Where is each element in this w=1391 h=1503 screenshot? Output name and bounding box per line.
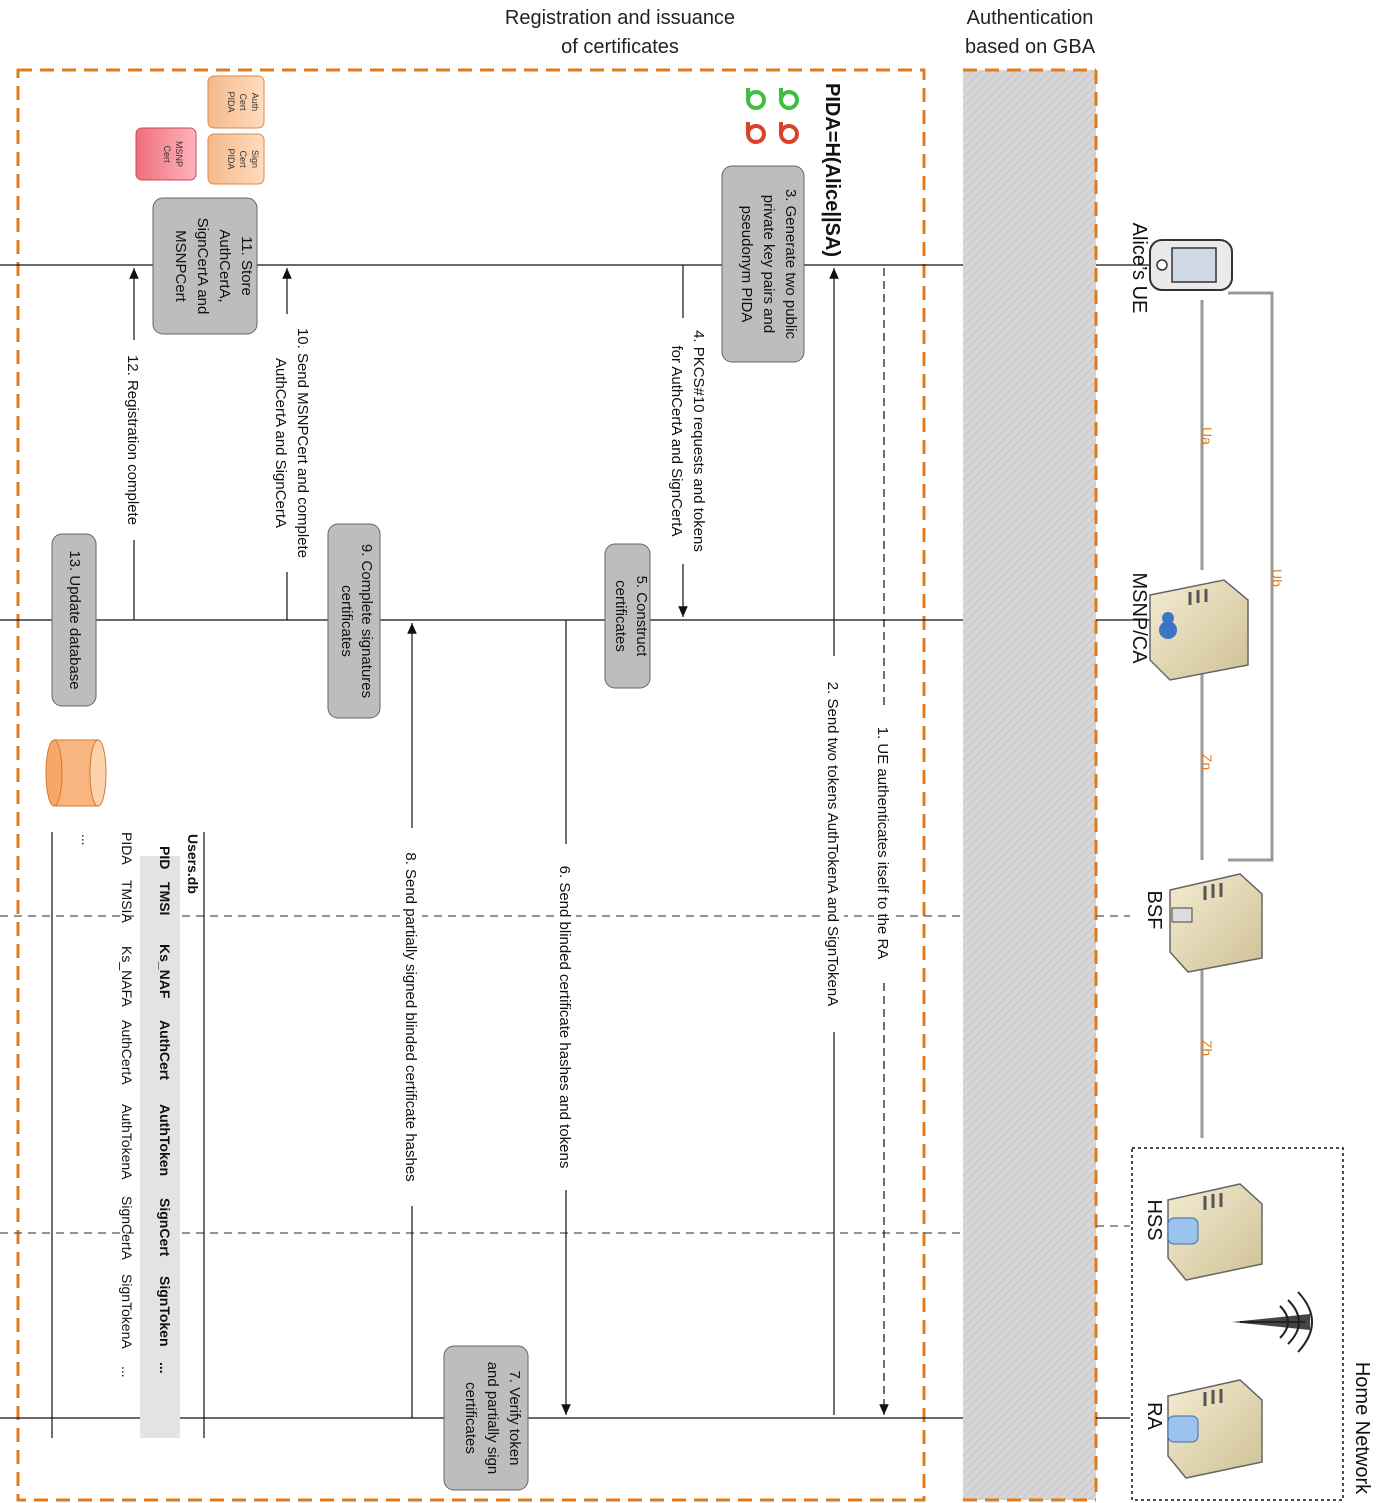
key-icon-green-1	[748, 88, 764, 108]
users-db-more-rows: ...	[79, 834, 95, 846]
svg-text:7. Verify token: 7. Verify token	[506, 1370, 523, 1465]
message-10-label-line1: 10. Send MSNPCert and complete	[294, 328, 311, 558]
auth-header-line2: based on GBA	[965, 36, 1096, 58]
svg-text:Cert: Cert	[238, 150, 248, 168]
message-4-label-line1: 4. PKCS#10 requests and tokens	[690, 330, 707, 552]
users-db-cell-signcert: SignCertA	[119, 1196, 135, 1260]
users-db-cell-ksnaf: Ks_NAFA	[119, 946, 135, 1007]
svg-text:Cert: Cert	[238, 93, 248, 111]
zh-label: Zh	[1199, 1040, 1215, 1056]
antenna-icon	[1232, 1292, 1312, 1352]
svg-text:private key pairs and: private key pairs and	[760, 195, 777, 333]
message-4-label-line2: for AuthCertA and SignCertA	[668, 346, 685, 537]
users-db-col-tmsi: TMSI	[157, 882, 173, 915]
server-icon-bsf	[1170, 874, 1262, 972]
step-9-box: 9. Complete signatures certificates	[328, 524, 380, 718]
sign-cert-scroll: Sign Cert PIDA	[208, 134, 264, 184]
svg-text:MSNPCert: MSNPCert	[172, 230, 189, 303]
auth-cert-scroll: Auth Cert PIDA	[208, 76, 264, 128]
step-5-box: 5. Construct certificates	[605, 544, 650, 688]
message-8-label: 8. Send partially signed blinded certifi…	[402, 852, 419, 1181]
users-db-col-pid: PID	[157, 846, 173, 869]
svg-text:pseudonym PIDA: pseudonym PIDA	[738, 206, 755, 323]
users-db-cell-authtoken: AuthTokenA	[119, 1104, 135, 1180]
users-db-col-authtoken: AuthToken	[157, 1104, 173, 1176]
users-db-cell-more: ...	[119, 1366, 135, 1378]
svg-text:SignCertA and: SignCertA and	[194, 218, 211, 315]
pid-formula: PIDA=H(Alice||SA)	[821, 83, 843, 257]
msnp-cert-scroll: MSNP Cert	[136, 128, 196, 180]
label-msnp-ca: MSNP/CA	[1128, 572, 1150, 664]
auth-header-line1: Authentication	[967, 7, 1094, 29]
database-icon	[46, 740, 106, 806]
svg-text:PIDA: PIDA	[226, 148, 236, 169]
label-home-network: Home Network	[1351, 1362, 1373, 1495]
users-db-col-signcert: SignCert	[157, 1198, 173, 1257]
key-icon-red-1	[748, 122, 764, 142]
svg-text:certificates: certificates	[338, 585, 355, 657]
users-db-cell-signtoken: SignTokenA	[119, 1274, 135, 1349]
svg-text:13. Update database: 13. Update database	[66, 550, 83, 689]
phone-icon	[1150, 240, 1232, 290]
server-icon-ra	[1168, 1380, 1262, 1478]
message-6-label: 6. Send blinded certificate hashes and t…	[556, 866, 573, 1169]
users-db-cell-authcert: AuthCertA	[119, 1020, 135, 1085]
registration-header-line2: of certificates	[561, 36, 679, 58]
svg-text:3. Generate two public: 3. Generate two public	[782, 189, 799, 340]
svg-text:5. Construct: 5. Construct	[633, 576, 650, 658]
svg-text:and partially sign: and partially sign	[484, 1362, 501, 1475]
registration-header-line1: Registration and issuance	[505, 7, 735, 29]
users-db-col-more: ...	[157, 1362, 173, 1374]
label-ra: RA	[1143, 1402, 1165, 1430]
label-alices-ue: Alice’s UE	[1128, 223, 1150, 314]
ub-label: Ub	[1269, 569, 1285, 587]
ua-label: Ua	[1199, 427, 1215, 445]
key-icon-green-2	[781, 88, 797, 108]
users-db-col-authcert: AuthCert	[157, 1020, 173, 1080]
svg-text:Sign: Sign	[250, 150, 260, 168]
server-icon-hss	[1168, 1184, 1262, 1280]
gba-band	[963, 70, 1096, 1500]
step-3-box: 3. Generate two public private key pairs…	[722, 166, 804, 362]
svg-text:11. Store: 11. Store	[238, 236, 255, 296]
users-db-cell-pid: PIDA	[119, 832, 135, 865]
svg-text:certificates: certificates	[462, 1382, 479, 1454]
svg-text:Cert: Cert	[162, 145, 172, 163]
server-icon-msnp	[1150, 580, 1248, 680]
step-13-box: 13. Update database	[52, 534, 96, 706]
users-db-col-ksnaf: Ks_NAF	[157, 944, 173, 999]
svg-text:MSNP: MSNP	[174, 141, 184, 167]
key-icon-red-2	[781, 122, 797, 142]
svg-text:AuthCertA,: AuthCertA,	[216, 229, 233, 302]
svg-text:9. Complete signatures: 9. Complete signatures	[358, 544, 375, 698]
users-db-title: Users.db	[185, 834, 201, 894]
svg-text:PIDA: PIDA	[226, 91, 236, 112]
step-7-box: 7. Verify token and partially sign certi…	[444, 1346, 528, 1490]
step-11-box: 11. Store AuthCertA, SignCertA and MSNPC…	[153, 198, 257, 334]
label-hss: HSS	[1143, 1199, 1165, 1240]
zn-label: Zn	[1199, 754, 1215, 770]
message-2-label: 2. Send two tokens AuthTokenA and SignTo…	[824, 682, 841, 1006]
svg-text:certificates: certificates	[612, 580, 629, 652]
label-bsf: BSF	[1143, 891, 1165, 930]
svg-text:Auth: Auth	[250, 93, 260, 112]
users-db-cell-tmsi: TMSIA	[119, 880, 135, 923]
message-10-label-line2: AuthCertA and SignCertA	[272, 358, 289, 528]
ub-link	[1228, 293, 1272, 860]
message-1-label: 1. UE authenticates itself to the RA	[874, 727, 891, 960]
message-12-label: 12. Registration complete	[124, 355, 141, 525]
users-db-col-signtoken: SignToken	[157, 1276, 173, 1347]
